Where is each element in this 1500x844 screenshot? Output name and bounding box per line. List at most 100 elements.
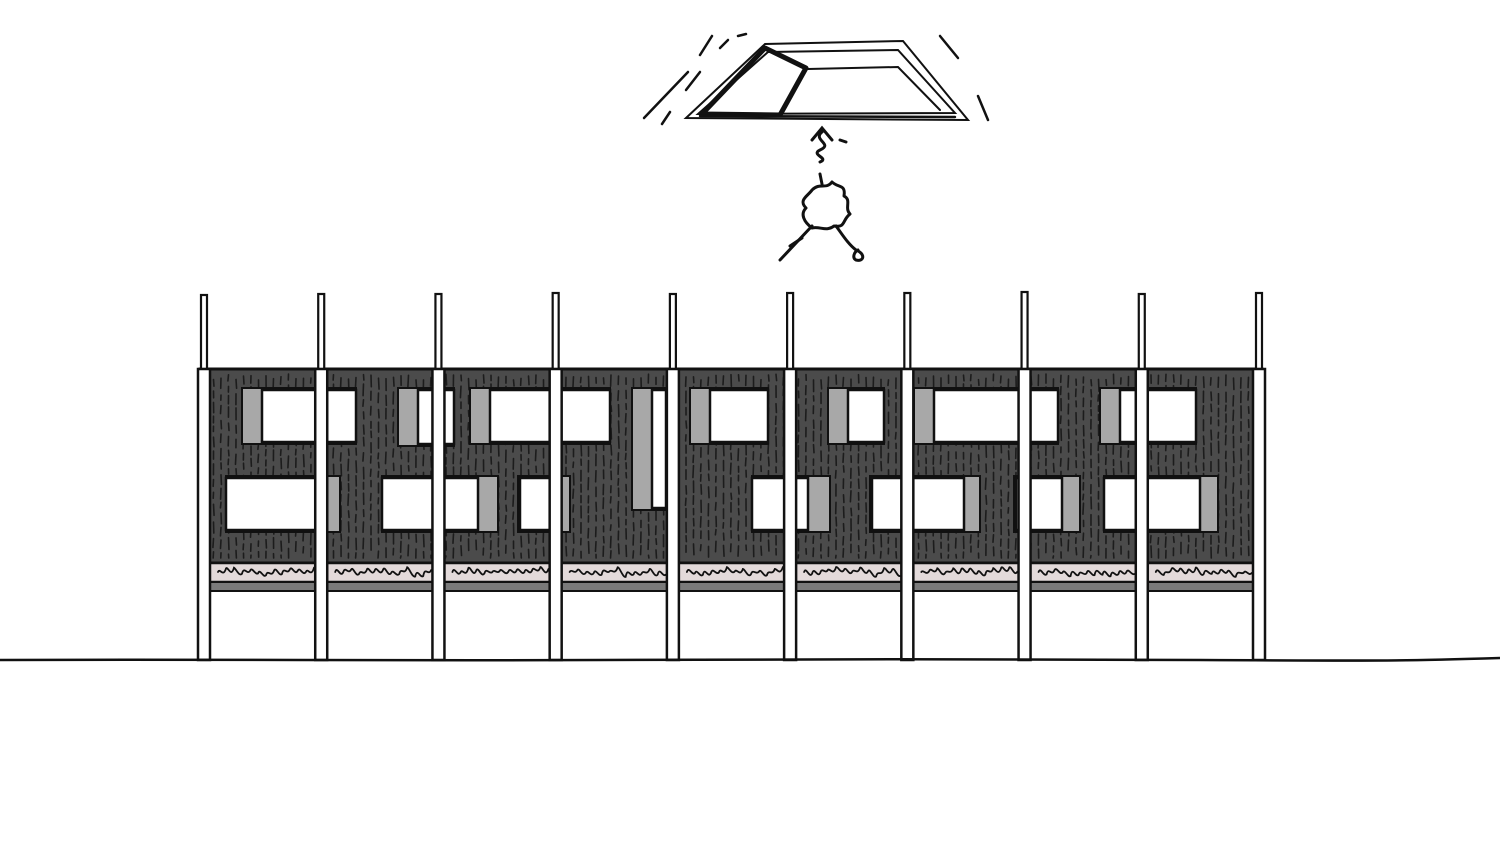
hatch-stroke — [400, 450, 403, 460]
hatch-stroke — [714, 528, 717, 536]
hatch-stroke — [849, 490, 852, 503]
hatch-stroke — [460, 544, 463, 557]
column-pillar — [782, 367, 798, 662]
hatch-stroke — [504, 528, 507, 541]
hatch-stroke — [707, 376, 710, 387]
hatch-stroke — [835, 516, 838, 527]
hatch-stroke — [377, 377, 380, 390]
hatch-stroke — [609, 495, 612, 504]
planter-scribble — [568, 566, 667, 578]
hatch-stroke — [369, 468, 372, 478]
hatch-stroke — [572, 488, 575, 499]
window-glass — [750, 476, 810, 532]
column-pillar — [548, 367, 563, 662]
hatch-stroke — [1052, 462, 1055, 473]
hatch-stroke — [512, 445, 515, 453]
hatch-stroke — [1187, 544, 1190, 554]
hatch-stroke — [759, 453, 762, 461]
hatch-stroke — [219, 526, 222, 537]
planter-scribble — [803, 566, 902, 578]
hatch-stroke — [527, 375, 530, 386]
hatch-stroke — [722, 375, 725, 386]
hatch-stroke — [699, 515, 702, 528]
planter-scribble — [217, 566, 315, 577]
column-post — [668, 292, 677, 371]
column-pillar — [196, 367, 212, 662]
plinth-strip — [199, 581, 1263, 592]
hatch-stroke — [227, 374, 230, 382]
hatch-stroke — [999, 475, 1002, 485]
hatch-stroke — [362, 451, 365, 462]
hatch-stroke — [804, 535, 807, 543]
hatch-stroke — [219, 501, 222, 509]
hatch-stroke — [1105, 442, 1108, 455]
hatch-stroke — [1067, 374, 1070, 388]
hatch-stroke — [212, 537, 215, 549]
hatch-stroke — [280, 540, 283, 552]
hatch-stroke — [887, 379, 890, 387]
hatch-stroke — [212, 503, 215, 517]
hatch-stroke — [632, 550, 635, 559]
hatch-stroke — [1082, 502, 1085, 515]
hatch-stroke — [347, 493, 350, 507]
hatch-stroke — [692, 464, 695, 479]
hatch-stroke — [422, 533, 425, 548]
hatch-stroke — [565, 443, 568, 454]
vertical-arrow-squiggle — [810, 125, 848, 164]
hatch-stroke — [579, 376, 582, 384]
hatch-stroke — [459, 385, 462, 399]
hatch-stroke — [1127, 450, 1130, 458]
hatch-stroke — [512, 379, 515, 387]
hatch-stroke — [302, 453, 305, 468]
hatch-stroke — [857, 466, 860, 477]
planter-band — [198, 561, 1264, 592]
hatch-stroke — [212, 436, 215, 448]
window-glass — [518, 476, 552, 532]
hatch-stroke — [985, 494, 988, 505]
hatch-stroke — [624, 452, 627, 461]
planter-scribble — [920, 566, 1019, 577]
hatch-stroke — [684, 497, 687, 507]
hatch-stroke — [1105, 378, 1108, 387]
hatch-stroke — [534, 449, 537, 462]
planter-scribble — [1037, 568, 1136, 578]
hatch-stroke — [602, 455, 605, 467]
hatch-stroke — [362, 424, 365, 435]
hatch-stroke — [1225, 507, 1228, 517]
window-glass — [708, 388, 770, 444]
hatch-stroke — [872, 452, 875, 463]
hatch-stroke — [1247, 391, 1250, 401]
hatch-stroke — [565, 545, 568, 557]
hatch-stroke — [392, 376, 395, 387]
hatch-stroke — [1120, 460, 1123, 473]
hatch-stroke — [760, 545, 763, 556]
column-pillar — [665, 367, 681, 662]
hatch-stroke — [347, 448, 350, 457]
window-glass — [1102, 476, 1202, 532]
hatch-stroke — [737, 373, 740, 382]
facade — [198, 367, 1264, 565]
hatch-stroke — [1149, 534, 1152, 544]
hatch-stroke — [767, 456, 770, 467]
hatch-stroke — [1075, 546, 1078, 556]
hatch-stroke — [925, 539, 928, 552]
hatch-stroke — [482, 374, 485, 384]
hatch-stroke — [737, 486, 740, 495]
hatch-stroke — [347, 510, 350, 519]
column-pillar — [313, 367, 329, 662]
hatch-stroke — [1239, 503, 1242, 514]
column-post — [199, 293, 209, 371]
hatch-stroke — [617, 543, 620, 555]
hatch-stroke — [1172, 374, 1175, 383]
column-post — [1020, 290, 1029, 371]
hatch-stroke — [347, 458, 350, 472]
hatch-stroke — [287, 455, 290, 469]
hatch-stroke — [685, 420, 688, 429]
hatch-stroke — [842, 376, 845, 388]
column-pillar — [900, 367, 915, 662]
hatch-stroke — [1217, 535, 1220, 543]
column-post — [903, 291, 912, 371]
hatch-stroke — [834, 469, 837, 479]
hatch-stroke — [894, 431, 897, 440]
person-sketch — [778, 172, 865, 262]
